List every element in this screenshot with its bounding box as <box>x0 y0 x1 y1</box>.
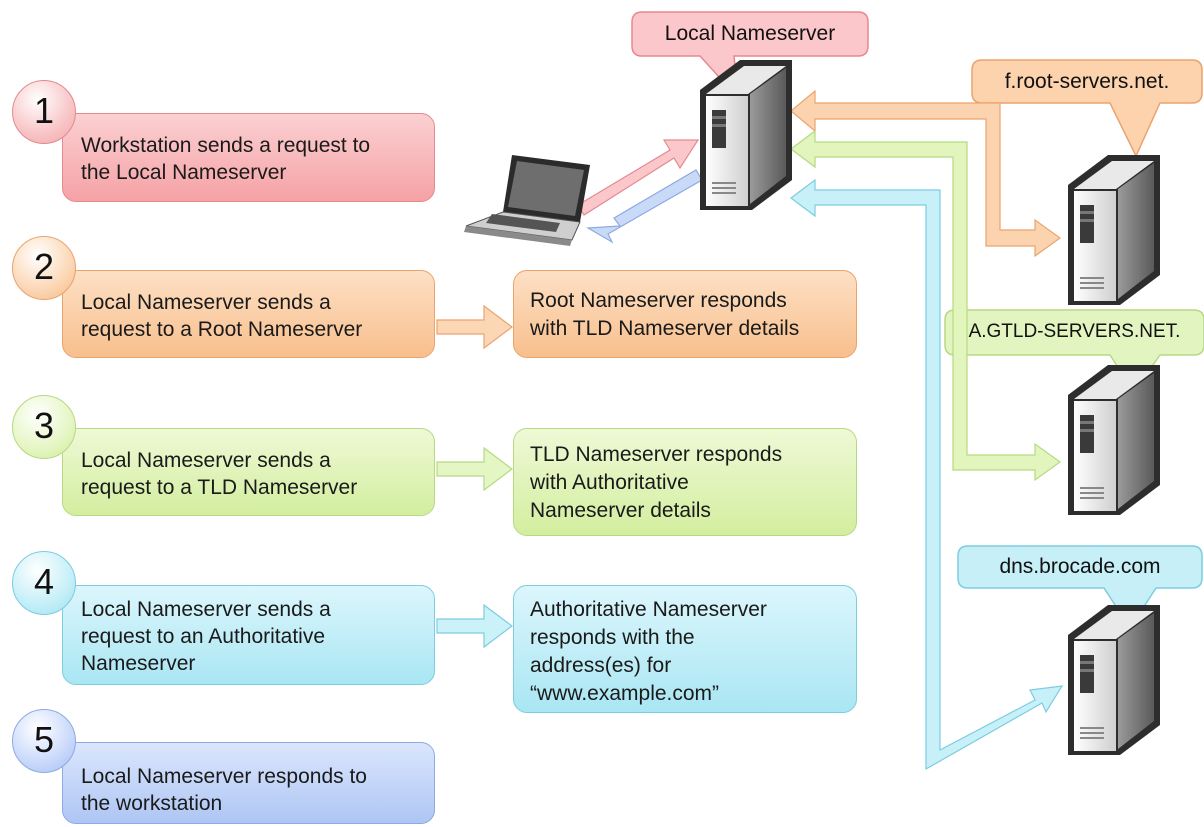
step-2-text-line2: request to a Root Nameserver <box>81 318 363 341</box>
response-2-line2: with Authoritative <box>530 471 689 494</box>
step-5-number: 5 <box>12 709 76 773</box>
response-3-line4: “www.example.com” <box>530 682 720 705</box>
root-server-icon <box>1068 155 1160 305</box>
response-1-box: Root Nameserver responds with TLD Namese… <box>513 270 857 358</box>
step-1-text-line2: the Local Nameserver <box>81 161 287 184</box>
auth-server-icon <box>1068 605 1160 755</box>
step3-arrow <box>436 446 513 492</box>
response-2-line3: Nameserver details <box>530 499 711 522</box>
step-2-text-line1: Local Nameserver sends a <box>81 291 331 314</box>
step-2-box: Local Nameserver sends a request to a Ro… <box>62 270 435 358</box>
step2-arrow <box>436 304 513 350</box>
step-1-box: Workstation sends a request to the Local… <box>62 113 435 202</box>
step-1-number: 1 <box>12 80 76 144</box>
orange-route-arrow <box>790 89 1062 258</box>
auth-server-label: dns.brocade.com <box>999 555 1161 578</box>
step-3-text-line2: request to a TLD Nameserver <box>81 476 358 499</box>
step-4-number: 4 <box>12 551 76 615</box>
step4-arrow <box>436 603 513 649</box>
response-2-line1: TLD Nameserver responds <box>530 443 783 466</box>
response-1-line2: with TLD Nameserver details <box>530 317 800 340</box>
response-1-line1: Root Nameserver responds <box>530 289 787 312</box>
root-server-callout <box>971 59 1203 158</box>
step-3-number: 3 <box>12 395 76 459</box>
response-3-line3: address(es) for <box>530 654 672 677</box>
cyan-route-arrow <box>790 178 1064 771</box>
response-3-line1: Authoritative Nameserver <box>530 598 767 621</box>
response-3-line2: responds with the <box>530 626 695 649</box>
step-4-text-line3: Nameserver <box>81 652 196 675</box>
local-nameserver-server-icon <box>700 60 792 210</box>
step-5-text-line1: Local Nameserver responds to <box>81 765 367 788</box>
request-arrow <box>577 139 700 216</box>
green-route-arrow <box>790 129 1062 482</box>
response-2-box: TLD Nameserver responds with Authoritati… <box>513 428 857 536</box>
step-4-box: Local Nameserver sends a request to an A… <box>62 585 435 685</box>
laptop-icon <box>464 155 590 246</box>
local-nameserver-callout <box>631 11 869 101</box>
step-4-text-line2: request to an Authoritative <box>81 625 325 648</box>
response-3-box: Authoritative Nameserver responds with t… <box>513 585 857 713</box>
tld-server-icon <box>1068 365 1160 515</box>
response-arrow <box>585 169 703 244</box>
root-server-label: f.root-servers.net. <box>1004 70 1170 93</box>
tld-server-label: A.GTLD-SERVERS.NET. <box>968 321 1181 342</box>
local-nameserver-label: Local Nameserver <box>664 22 836 45</box>
step-4-text-line1: Local Nameserver sends a <box>81 598 331 621</box>
step-1-text-line1: Workstation sends a request to <box>81 134 371 157</box>
step-3-text-line1: Local Nameserver sends a <box>81 449 331 472</box>
step-3-box: Local Nameserver sends a request to a TL… <box>62 428 435 516</box>
step-5-text-line2: the workstation <box>81 792 223 815</box>
step-5-box: Local Nameserver responds to the worksta… <box>62 742 435 824</box>
step-2-number: 2 <box>12 236 76 300</box>
